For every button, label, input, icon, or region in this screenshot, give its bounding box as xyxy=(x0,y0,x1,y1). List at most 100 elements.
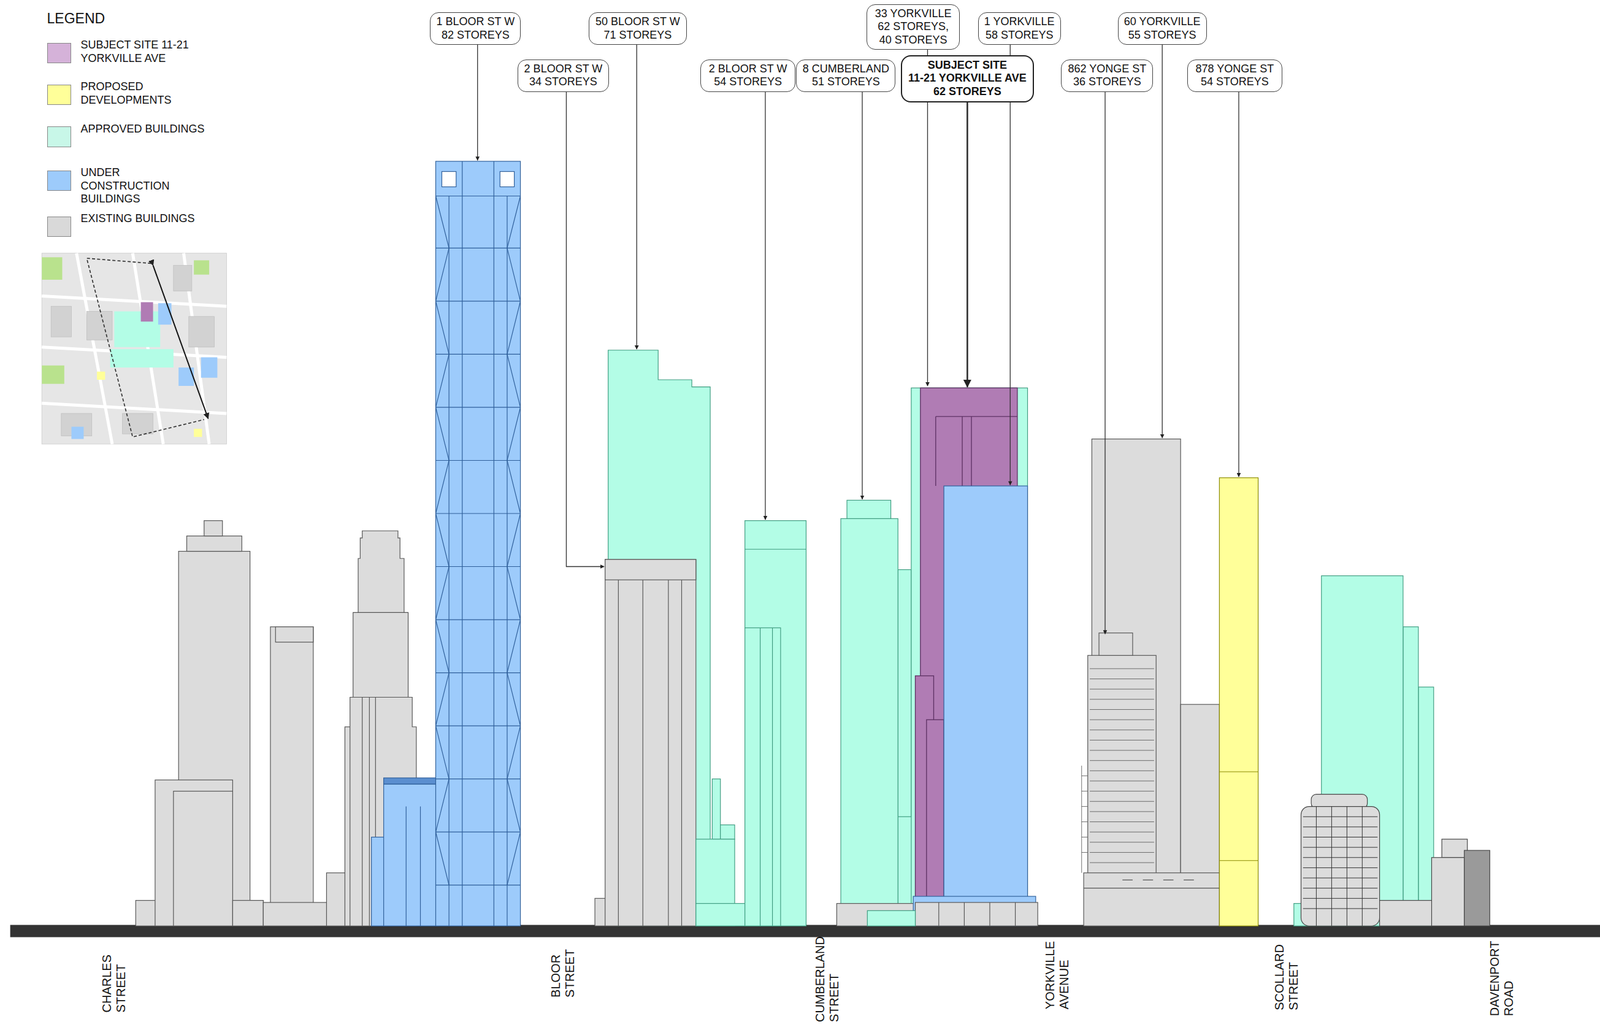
approved-building xyxy=(720,824,735,839)
subject-building xyxy=(926,719,944,898)
site-map xyxy=(41,402,227,414)
site-map xyxy=(178,367,194,386)
legend-swatch xyxy=(47,42,72,64)
under-construction-building xyxy=(507,195,521,885)
leader-line xyxy=(1162,44,1163,438)
legend-text: APPROVED BUILDINGS xyxy=(80,122,205,137)
callout-text: 2 BLOOR ST W xyxy=(708,62,788,77)
callout-text: 1 BLOOR ST W xyxy=(436,15,516,29)
existing-building xyxy=(155,779,233,926)
legend-title: LEGEND xyxy=(47,10,106,27)
existing-building xyxy=(1379,900,1440,927)
approved-building xyxy=(711,778,720,839)
building-callout: 1 BLOOR ST W82 STOREYS xyxy=(429,12,521,45)
site-map xyxy=(153,265,209,419)
approved-building xyxy=(846,499,892,519)
site-map xyxy=(201,356,218,378)
under-construction-building xyxy=(435,195,521,885)
legend-text: PROPOSED DEVELOPMENTS xyxy=(80,80,207,107)
existing-building xyxy=(618,579,682,926)
callout-text: 862 YONGE ST xyxy=(1067,62,1147,77)
callout-text: 11-21 YORKVILLE AVE xyxy=(908,71,1027,86)
site-map xyxy=(173,265,192,292)
approved-building xyxy=(745,520,807,927)
leader-line xyxy=(966,101,969,387)
site-map xyxy=(86,258,204,437)
callout-text: 71 STOREYS xyxy=(604,28,673,43)
site-map xyxy=(96,371,105,380)
existing-building xyxy=(204,520,223,536)
proposed-building xyxy=(1219,771,1258,861)
building-callout: 862 YONGE ST36 STOREYS xyxy=(1060,59,1153,92)
callout-text: 1 YORKVILLE xyxy=(984,15,1055,29)
existing-building xyxy=(1089,668,1155,863)
leader-line xyxy=(477,44,478,161)
site-map xyxy=(41,296,227,307)
approved-building xyxy=(1293,575,1434,927)
callout-text: 55 STOREYS xyxy=(1128,28,1197,43)
legend-swatch xyxy=(47,170,72,191)
existing-building xyxy=(1098,632,1133,656)
leader-line xyxy=(1010,44,1011,486)
building-callout: 2 BLOOR ST W54 STOREYS xyxy=(700,59,796,92)
site-map xyxy=(193,428,202,437)
callout-text: 54 STOREYS xyxy=(1200,75,1269,89)
existing-building xyxy=(1081,439,1220,927)
building-callout: 8 CUMBERLAND51 STOREYS xyxy=(796,59,896,92)
site-map xyxy=(193,260,210,275)
existing-building xyxy=(275,626,314,643)
existing-building xyxy=(594,559,697,926)
existing-building xyxy=(135,520,417,927)
site-map xyxy=(141,302,154,322)
building-callout: 60 YORKVILLE55 STOREYS xyxy=(1117,12,1207,45)
site-map xyxy=(110,348,174,368)
legend-text: UNDER CONSTRUCTION BUILDINGS xyxy=(80,166,207,207)
legend-swatch xyxy=(47,216,72,237)
site-map xyxy=(71,426,84,440)
approved-building xyxy=(760,627,773,926)
callout-text: 82 STOREYS xyxy=(441,28,510,43)
callout-text: 34 STOREYS xyxy=(529,75,598,89)
existing-building xyxy=(836,903,915,927)
callout-text: 51 STOREYS xyxy=(811,75,881,89)
existing-building xyxy=(915,902,1039,926)
callout-text: 60 YORKVILLE xyxy=(1124,15,1201,29)
building-callout: 2 BLOOR ST W34 STOREYS xyxy=(517,59,609,92)
proposed-building xyxy=(1219,477,1258,927)
callout-text: 2 BLOOR ST W xyxy=(524,62,603,77)
site-map xyxy=(114,311,161,348)
site-map xyxy=(50,306,72,337)
callout-text: 50 BLOOR ST W xyxy=(595,15,681,29)
callout-text: 36 STOREYS xyxy=(1073,75,1142,89)
approved-building xyxy=(840,518,898,926)
site-map xyxy=(122,413,154,434)
site-map xyxy=(41,253,227,445)
under-construction-building xyxy=(435,161,521,926)
building-callout: 33 YORKVILLE62 STOREYS, 40 STOREYS xyxy=(866,4,960,51)
site-map xyxy=(41,253,227,445)
under-construction-building xyxy=(499,171,514,188)
existing-building xyxy=(270,626,314,927)
callout-text: SUBJECT SITE xyxy=(927,58,1007,73)
callout-text: 54 STOREYS xyxy=(713,75,782,89)
callout-text: 62 STOREYS xyxy=(933,85,1002,99)
building-callout: 878 YONGE ST54 STOREYS xyxy=(1187,59,1283,92)
callout-text: 33 YORKVILLE xyxy=(875,7,952,21)
site-map xyxy=(41,365,65,384)
under-construction-building xyxy=(448,161,508,926)
under-construction-building xyxy=(405,806,421,927)
under-construction-building xyxy=(383,783,440,926)
existing-building xyxy=(186,535,242,552)
under-construction-building xyxy=(435,195,449,885)
subject-callout: SUBJECT SITE11-21 YORKVILLE AVE62 STOREY… xyxy=(900,55,1034,103)
proposed-building xyxy=(1219,477,1258,927)
leader-line xyxy=(861,90,863,500)
street-name: CUMBERLAND STREET xyxy=(813,935,842,1022)
under-construction-building xyxy=(913,485,1036,926)
site-map xyxy=(188,316,215,348)
callout-text: 878 YONGE ST xyxy=(1195,62,1274,77)
street-name: YORKVILLE AVENUE xyxy=(1043,940,1072,1009)
existing-building xyxy=(173,791,234,927)
approved-building xyxy=(867,910,915,926)
